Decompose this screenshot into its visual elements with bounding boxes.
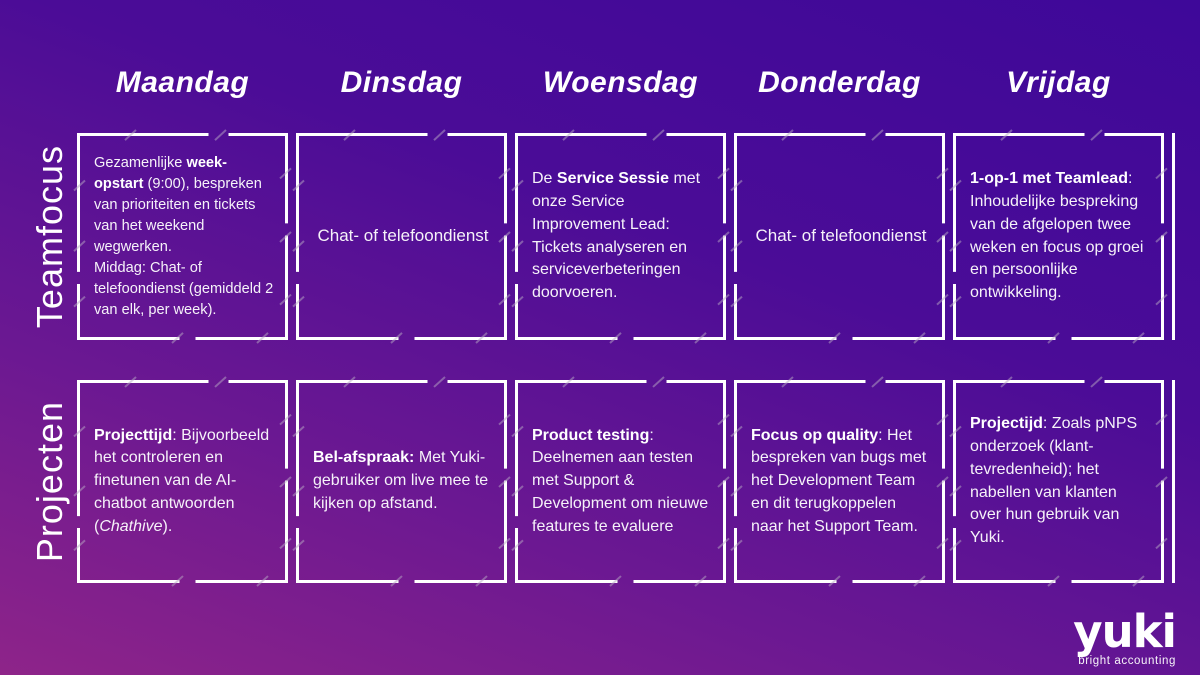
cell-text: Projecttijd: Bijvoorbeeld het controlere… <box>94 426 270 535</box>
cell-teamfocus-maandag: Gezamenlijke week-opstart (9:00), bespre… <box>73 129 292 344</box>
row-label-projecten: Projecten <box>18 380 82 583</box>
projecten-row: Projecttijd: Bijvoorbeeld het controlere… <box>73 376 1168 587</box>
cell-text: Gezamenlijke week-opstart (9:00), bespre… <box>94 154 274 318</box>
day-header-dinsdag: Dinsdag <box>340 66 463 99</box>
cell-projecten-maandag: Projecttijd: Bijvoorbeeld het controlere… <box>73 376 292 587</box>
row-label-text: Projecten <box>29 400 70 563</box>
teamfocus-row: Gezamenlijke week-opstart (9:00), bespre… <box>73 129 1168 344</box>
cell-teamfocus-dinsdag: Chat- of telefoondienst <box>292 129 511 344</box>
row-label-text: Teamfocus <box>29 144 70 329</box>
partial-next-box-border <box>1172 380 1175 583</box>
cell-projecten-donderdag: Focus op quality: Het bespreken van bugs… <box>730 376 949 587</box>
row-label-teamfocus: Teamfocus <box>18 133 82 340</box>
cell-text: Bel-afspraak: Met Yuki-gebruiker om live… <box>313 449 489 512</box>
day-header-donderdag: Donderdag <box>758 66 921 99</box>
cell-projecten-dinsdag: Bel-afspraak: Met Yuki-gebruiker om live… <box>292 376 511 587</box>
cell-text: De Service Sessie met onze Service Impro… <box>532 170 701 301</box>
yuki-logo: yuki bright accounting <box>1073 605 1177 667</box>
cell-text: Focus op quality: Het bespreken van bugs… <box>751 426 927 535</box>
day-header-woensdag: Woensdag <box>542 66 699 99</box>
cell-text: Projectijd: Zoals pNPS onderzoek (klant-… <box>970 415 1138 546</box>
cell-projecten-woensdag: Product testing: Deelnemen aan testen me… <box>511 376 730 587</box>
cell-teamfocus-vrijdag: 1-op-1 met Teamlead: Inhoudelijke bespre… <box>949 129 1168 344</box>
cell-text: Product testing: Deelnemen aan testen me… <box>532 426 709 535</box>
day-header-row: Maandag Dinsdag Woensdag Donderdag Vrijd… <box>77 66 1164 100</box>
day-header-vrijdag: Vrijdag <box>1006 66 1111 99</box>
partial-next-box-border <box>1172 133 1175 340</box>
yuki-tagline: bright accounting <box>1078 655 1176 667</box>
cell-text: Chat- of telefoondienst <box>755 226 927 246</box>
cell-teamfocus-woensdag: De Service Sessie met onze Service Impro… <box>511 129 730 344</box>
cell-text: Chat- of telefoondienst <box>317 226 489 246</box>
yuki-wordmark: yuki <box>1073 605 1177 658</box>
day-header-maandag: Maandag <box>115 66 250 99</box>
cell-projecten-vrijdag: Projectijd: Zoals pNPS onderzoek (klant-… <box>949 376 1168 587</box>
cell-text: 1-op-1 met Teamlead: Inhoudelijke bespre… <box>970 170 1144 301</box>
cell-teamfocus-donderdag: Chat- of telefoondienst <box>730 129 949 344</box>
